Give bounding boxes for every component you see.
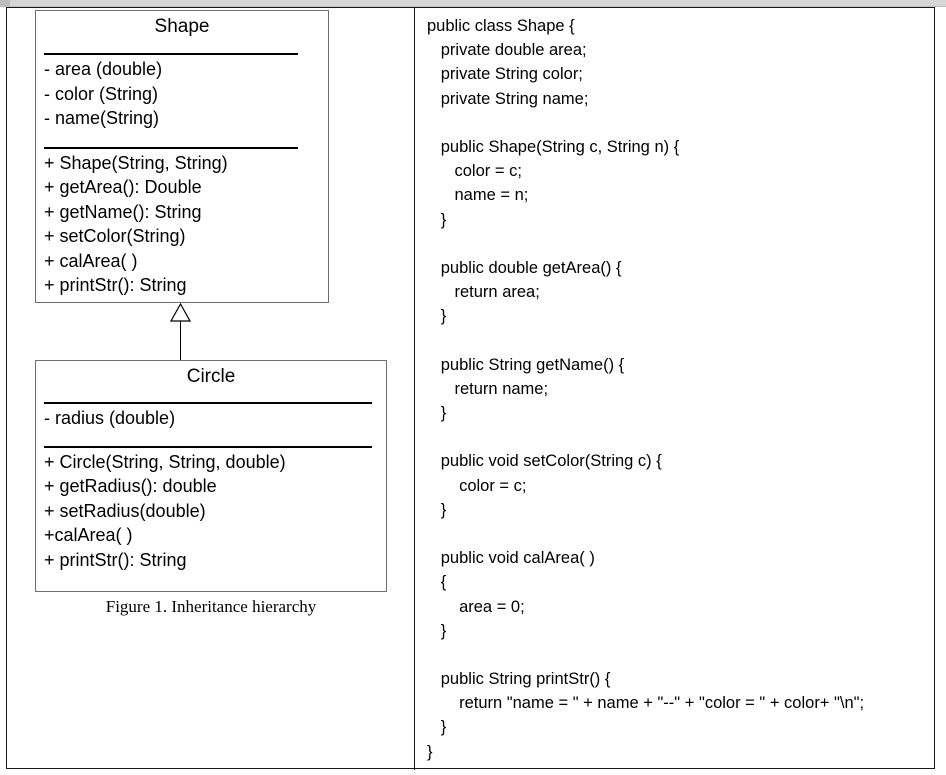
code-line: return area; <box>427 283 540 302</box>
uml-separator-operations <box>44 445 372 448</box>
code-line: } <box>427 621 447 640</box>
code-line: color = c; <box>427 476 527 495</box>
uml-attribute: - color (String) <box>44 83 159 104</box>
code-line: } <box>427 500 447 519</box>
code-line-blank <box>427 232 936 256</box>
code-line: } <box>427 742 433 761</box>
code-line-blank <box>427 522 936 546</box>
page-frame: Shape - area (double) - color (String) -… <box>6 7 936 770</box>
code-line: public void calArea( ) <box>427 549 595 568</box>
code-line-blank <box>427 328 936 352</box>
code-line: { <box>427 573 447 592</box>
window-top-strip <box>0 0 946 7</box>
code-line-blank <box>427 425 936 449</box>
uml-attribute-list-shape: - area (double) - color (String) - name(… <box>36 55 328 131</box>
scrollbar-nub <box>0 0 10 6</box>
uml-operation: + Shape(String, String) <box>44 152 228 173</box>
uml-operation: + getArea(): Double <box>44 177 202 197</box>
uml-operation-list-shape: + Shape(String, String) + getArea(): Dou… <box>36 149 328 298</box>
uml-diagram-pane: Shape - area (double) - color (String) -… <box>7 8 414 770</box>
code-line: private String color; <box>427 65 583 84</box>
code-line: public String printStr() { <box>427 670 611 689</box>
code-line: public Shape(String c, String n) { <box>427 137 680 156</box>
code-line: public String getName() { <box>427 355 625 374</box>
uml-separator-operations <box>44 146 298 149</box>
uml-class-name-circle: Circle <box>186 366 236 387</box>
code-line: } <box>427 404 447 422</box>
code-line-blank <box>427 643 936 667</box>
uml-class-box-circle: Circle - radius (double) + Circle(String… <box>35 360 387 592</box>
code-line: public double getArea() { <box>427 258 622 277</box>
code-line: } <box>427 307 447 326</box>
uml-attribute: - radius (double) <box>44 408 176 428</box>
uml-operation: + printStr(): String <box>44 549 187 570</box>
uml-attribute-list-circle: - radius (double) <box>36 404 386 431</box>
code-line: color = c; <box>427 162 522 181</box>
uml-operation: + setColor(String) <box>44 226 186 246</box>
uml-operation: + calArea( ) <box>44 250 138 271</box>
uml-attribute: - area (double) <box>44 59 163 79</box>
uml-class-box-shape: Shape - area (double) - color (String) -… <box>35 10 329 303</box>
code-line-blank <box>427 111 936 135</box>
code-line: name = n; <box>427 186 529 205</box>
column-divider <box>414 8 415 770</box>
hollow-triangle-up-icon <box>170 303 191 322</box>
inheritance-line <box>180 320 181 361</box>
uml-class-name-shape: Shape <box>154 16 210 37</box>
uml-attribute: - name(String) <box>44 108 160 128</box>
uml-operation: + getRadius(): double <box>44 476 217 496</box>
code-line: return name; <box>427 379 549 398</box>
code-line: private String name; <box>427 89 589 108</box>
uml-separator-attributes <box>44 53 298 55</box>
uml-operation: +calArea( ) <box>44 525 133 545</box>
code-line: public void setColor(String c) { <box>427 452 662 471</box>
uml-operation: + Circle(String, String, double) <box>44 451 286 472</box>
uml-operation: + printStr(): String <box>44 275 187 295</box>
uml-operation-list-circle: + Circle(String, String, double) + getRa… <box>36 448 386 573</box>
code-line: private double area; <box>427 41 587 60</box>
inheritance-arrow <box>170 303 192 361</box>
uml-separator-attributes <box>44 402 372 404</box>
uml-operation: + getName(): String <box>44 201 202 222</box>
code-line: } <box>427 718 447 737</box>
uml-operation: + setRadius(double) <box>44 500 206 521</box>
figure-caption: Figure 1. Inheritance hierarchy <box>105 597 317 616</box>
code-line: area = 0; <box>427 597 525 616</box>
code-line: public class Shape { <box>427 17 575 35</box>
java-source-pane: public class Shape { private double area… <box>415 8 936 770</box>
code-line: } <box>427 210 447 229</box>
code-line: return "name = " + name + "--" + "color … <box>427 694 865 713</box>
